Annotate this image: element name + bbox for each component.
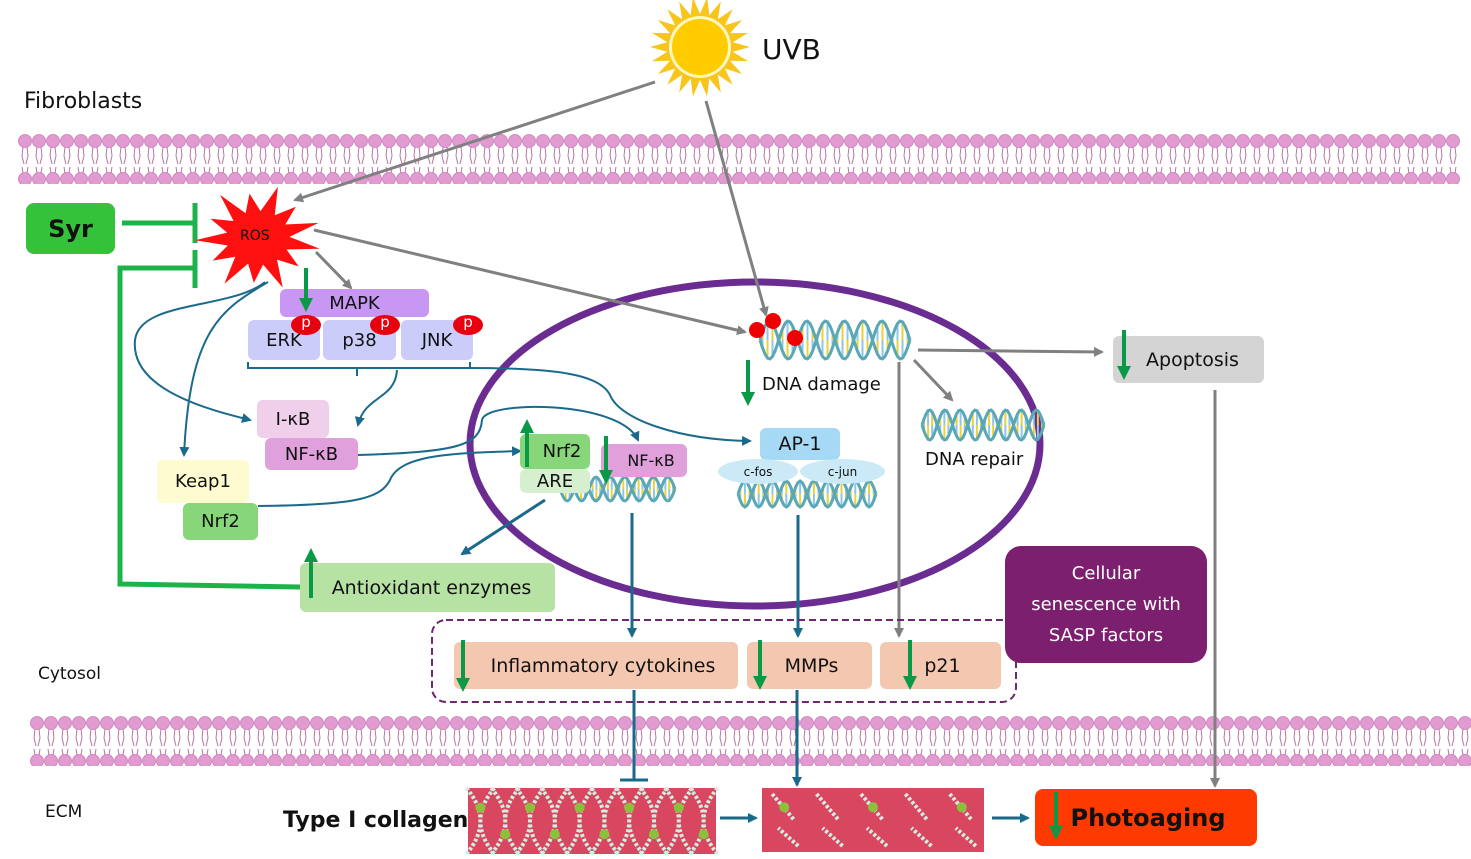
dna-lesion bbox=[765, 313, 781, 329]
dna-helix-damage bbox=[758, 319, 912, 361]
collagen-fiber bbox=[815, 792, 844, 848]
arrow-ros-to-ikb bbox=[133, 281, 266, 423]
p38-node[interactable]: p38 bbox=[323, 320, 396, 360]
dna-repair-label: DNA repair bbox=[925, 449, 1024, 470]
arrow-uvb-to-ros bbox=[293, 80, 656, 203]
cjun-node[interactable]: c-jun bbox=[800, 459, 885, 484]
arrow-nrf2-to-nucleus bbox=[257, 446, 522, 507]
collagen-degraded bbox=[762, 788, 984, 852]
arrow-uvb-to-dna bbox=[704, 100, 769, 317]
senescence-group bbox=[431, 619, 1017, 703]
nrf2-cytosol-node[interactable]: Nrf2 bbox=[183, 503, 258, 540]
arrow-dna-to-apoptosis bbox=[917, 346, 1104, 357]
ros-label: ROS bbox=[240, 228, 270, 244]
collagen-fiber bbox=[464, 786, 496, 856]
apoptosis-node[interactable]: Apoptosis bbox=[1113, 336, 1264, 383]
type-i-collagen-label: Type I collagen bbox=[283, 808, 469, 833]
plasma-membrane-top bbox=[18, 134, 1460, 184]
arrow-ros-to-mapk bbox=[314, 250, 353, 290]
arrow-ros-to-dna bbox=[313, 228, 747, 336]
dna-lesion bbox=[787, 330, 803, 346]
dna-strand bbox=[558, 475, 677, 503]
plasma-membrane-bottom bbox=[30, 716, 1471, 766]
p21-node[interactable]: p21 bbox=[880, 642, 1001, 689]
ros-burst bbox=[195, 186, 320, 288]
ap1-node[interactable]: AP-1 bbox=[760, 428, 840, 460]
are-node[interactable]: ARE bbox=[520, 469, 590, 493]
collagen-fiber bbox=[564, 786, 596, 856]
photoaging-node[interactable]: Photoaging bbox=[1035, 789, 1257, 846]
cfos-node[interactable]: c-fos bbox=[718, 459, 798, 484]
nfkb-cytosol-node[interactable]: NF-κB bbox=[265, 438, 358, 470]
sun-disc bbox=[672, 19, 728, 75]
collagen-fiber bbox=[638, 786, 670, 856]
collagen-intact bbox=[464, 786, 720, 856]
crosslink-node bbox=[956, 802, 967, 813]
arrow-dna-to-repair bbox=[912, 358, 954, 402]
region-label-cytosol: Cytosol bbox=[38, 664, 101, 684]
crosslink-node bbox=[525, 802, 535, 813]
arrow-ros-to-keap1 bbox=[179, 281, 269, 457]
collagen-fiber bbox=[514, 786, 546, 856]
dna-strand bbox=[920, 408, 1046, 442]
mapk-bracket bbox=[247, 362, 471, 376]
nrf2-nucleus-node[interactable]: Nrf2 bbox=[520, 434, 590, 469]
collagen-fiber bbox=[663, 786, 695, 856]
senescence-line-1: Cellular bbox=[1071, 563, 1141, 584]
mmps-node[interactable]: MMPs bbox=[747, 642, 872, 689]
collagen-fiber bbox=[613, 786, 645, 856]
keap1-node[interactable]: Keap1 bbox=[157, 460, 249, 503]
crosslink-node bbox=[500, 829, 511, 840]
ikb-node[interactable]: I-κB bbox=[257, 400, 329, 438]
arrow-mapk-to-ap1 bbox=[469, 367, 752, 446]
dna-helix-repair bbox=[920, 408, 1046, 442]
antioxidant-enzymes-node[interactable]: Antioxidant enzymes bbox=[300, 563, 555, 612]
crosslink-node bbox=[868, 802, 878, 813]
dna-damage-label: DNA damage bbox=[762, 374, 881, 395]
nfkb-nucleus-node[interactable]: NF-κB bbox=[601, 444, 687, 477]
uvb-label: UVB bbox=[762, 33, 821, 66]
region-label-fibroblasts: Fibroblasts bbox=[24, 89, 143, 114]
cellular-senescence-node[interactable]: Cellular senescence with SASP factors bbox=[1005, 546, 1207, 663]
phospho-badge-p38: p bbox=[370, 315, 400, 335]
dna-strand bbox=[758, 319, 912, 361]
inflammatory-cytokines-node[interactable]: Inflammatory cytokines bbox=[454, 642, 738, 689]
inhibit-antioxidant-ros bbox=[117, 265, 301, 590]
collagen-fiber bbox=[903, 792, 933, 848]
sun-icon bbox=[650, 0, 750, 97]
crosslink-node bbox=[574, 802, 585, 813]
senescence-line-3: SASP factors bbox=[1048, 625, 1164, 646]
collagen-fiber bbox=[688, 786, 720, 856]
crosslink-node bbox=[698, 829, 709, 840]
crosslink-node bbox=[779, 802, 790, 813]
nucleus bbox=[466, 278, 1044, 610]
collagen-fiber bbox=[588, 786, 620, 856]
arrow-are-to-antioxidant bbox=[460, 498, 546, 556]
crosslink-node bbox=[475, 802, 486, 813]
syr-node[interactable]: Syr bbox=[26, 203, 115, 254]
dna-helix-ap1 bbox=[736, 479, 878, 509]
crosslink-node bbox=[673, 802, 684, 813]
region-label-ecm: ECM bbox=[45, 802, 83, 822]
crosslink-node bbox=[649, 829, 659, 840]
arrow-mapk-to-nfkb bbox=[354, 369, 398, 427]
collagen-fiber bbox=[489, 786, 521, 856]
arrow-nfkb-to-nucleus bbox=[357, 405, 640, 456]
senescence-line-2: senescence with bbox=[1031, 594, 1181, 615]
crosslink-node bbox=[624, 802, 635, 813]
phospho-badge-erk: p bbox=[291, 315, 321, 335]
crosslink-node bbox=[599, 829, 610, 840]
phospho-badge-jnk: p bbox=[453, 315, 483, 335]
dna-lesion bbox=[749, 322, 765, 338]
crosslink-node bbox=[549, 829, 560, 840]
collagen-fiber bbox=[539, 786, 571, 856]
